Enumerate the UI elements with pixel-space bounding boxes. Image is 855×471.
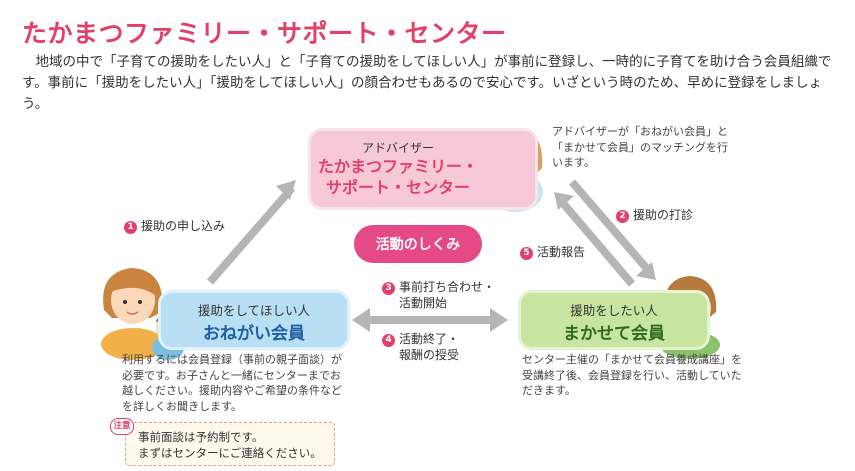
step-4-label: 4 活動終了・ 報酬の授受 <box>382 331 459 363</box>
step-5-label: 5 活動報告 <box>520 244 585 260</box>
center-box-name-line2: サポート・センター <box>325 178 470 197</box>
makasete-member-box: 援助をしたい人 まかせて会員 <box>518 290 710 350</box>
caution-line1: 事前面談は予約制です。 <box>138 430 264 444</box>
step-1-text: 援助の申し込み <box>141 219 226 233</box>
arrow-offer <box>568 179 652 273</box>
center-box-name-line1: たかまつファミリー・ <box>317 157 478 176</box>
page-title: たかまつファミリー・サポート・センター <box>22 19 507 48</box>
center-box-role: アドバイザー <box>361 141 434 155</box>
step-4-number: 4 <box>382 334 395 347</box>
caution-line2: まずはセンターにご連絡ください。 <box>138 446 322 460</box>
arrow-activity-right-head <box>490 308 508 332</box>
arrow-apply <box>206 185 296 285</box>
step-2-label: 2 援助の打診 <box>616 207 693 223</box>
step-3-text-line2: 活動開始 <box>399 296 448 310</box>
center-note: アドバイザーが「おねがい会員」と「まかせて会員」のマッチングを行います。 <box>552 125 728 169</box>
step-2-text: 援助の打診 <box>633 208 694 222</box>
step-3-label: 3 事前打ち合わせ・ 活動開始 <box>382 279 495 311</box>
step-3-text-line1: 事前打ち合わせ・ <box>399 280 496 294</box>
caution-tag: 注意 <box>110 418 134 435</box>
arrow-activity-left-head <box>352 308 370 332</box>
onegai-member-box: 援助をしてほしい人 おねがい会員 <box>158 290 350 350</box>
step-2-number: 2 <box>616 210 629 223</box>
arrow-offer-head <box>636 262 656 280</box>
onegai-member-role: 援助をしてほしい人 <box>197 303 311 318</box>
makasete-member-name: まかせて会員 <box>563 324 665 344</box>
onegai-member-note: 利用するには会員登録（事前の親子面談）が必要です。お子さんと一緒にセンターまでお… <box>122 353 342 413</box>
step-4-text-line2: 報酬の授受 <box>399 348 460 362</box>
arrow-report <box>558 199 636 287</box>
step-5-text: 活動報告 <box>537 245 586 259</box>
step-4-text-line1: 活動終了・ <box>399 332 460 346</box>
step-5-number: 5 <box>520 247 533 260</box>
mechanism-pill: 活動のしくみ <box>354 225 482 263</box>
makasete-member-note: センター主催の「まかせて会員養成講座」を受講終了後、会員登録を行い、活動していた… <box>522 353 742 397</box>
makasete-member-role: 援助をしたい人 <box>570 303 658 318</box>
caution-box: 事前面談は予約制です。 まずはセンターにご連絡ください。 <box>125 422 335 466</box>
step-1-label: 1 援助の申し込み <box>124 218 225 234</box>
arrow-report-head <box>554 192 574 210</box>
step-1-number: 1 <box>124 221 137 234</box>
center-box: アドバイザー たかまつファミリー・ サポート・センター <box>308 128 538 210</box>
onegai-member-name: おねがい会員 <box>203 324 305 344</box>
step-3-number: 3 <box>382 282 395 295</box>
arrow-apply-head <box>276 180 296 200</box>
intro-text: 地域の中で「子育ての援助をしたい人」と「子育ての援助をしてほしい人」が事前に登録… <box>22 54 832 112</box>
